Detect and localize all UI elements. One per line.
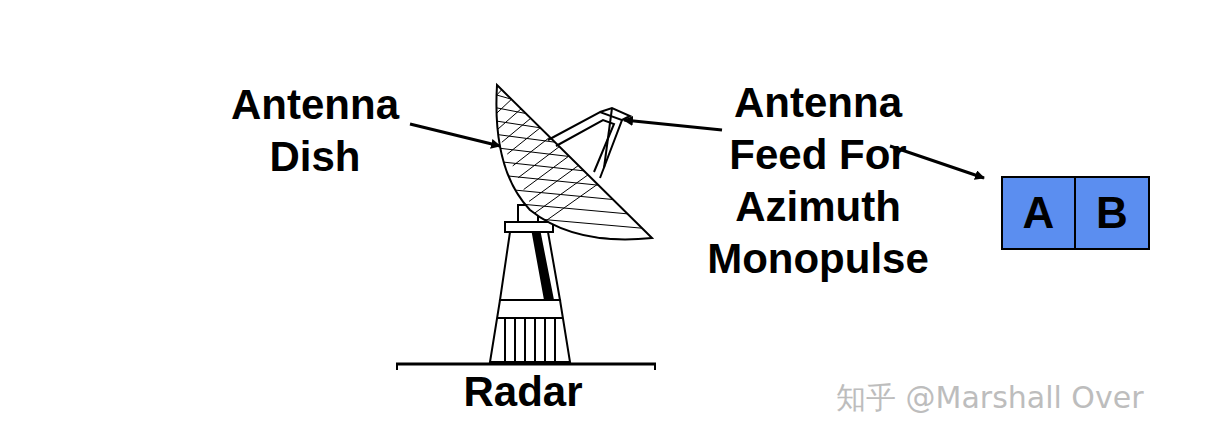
- dish-grid: [492, 94, 512, 100]
- dish-grid: [485, 76, 514, 106]
- dish-grid: [507, 102, 572, 154]
- dish-grid: [513, 108, 588, 166]
- channel-letter: B: [1096, 188, 1128, 238]
- dish-grid: [494, 107, 527, 113]
- dish-grid: [540, 140, 660, 225]
- antenna-dish: [480, 70, 662, 243]
- dish-grid: [491, 83, 529, 119]
- channel-letter: A: [1023, 188, 1055, 238]
- dish-grid: [524, 121, 617, 190]
- antenna-feed: [548, 108, 630, 178]
- feed-horn-box: B: [1074, 176, 1150, 250]
- part-label: Antenna Dish: [220, 79, 410, 183]
- dish-grid: [496, 89, 543, 130]
- dish-grid: [535, 134, 646, 214]
- dish-grid: [502, 95, 558, 142]
- feed-horn-box: A: [1001, 176, 1076, 250]
- part-label: Antenna Feed For Azimuth Monopulse: [698, 77, 938, 285]
- dish-grid: [501, 162, 587, 171]
- part-label: Radar: [443, 366, 603, 418]
- dish-grid: [490, 80, 497, 85]
- pedestal-tower: [490, 205, 570, 362]
- dish-grid: [508, 216, 647, 228]
- watermark: 知乎 @Marshall Over: [836, 378, 1144, 419]
- dish-grid: [518, 115, 602, 178]
- dish-grid: [510, 230, 662, 243]
- dish-grid: [480, 70, 500, 95]
